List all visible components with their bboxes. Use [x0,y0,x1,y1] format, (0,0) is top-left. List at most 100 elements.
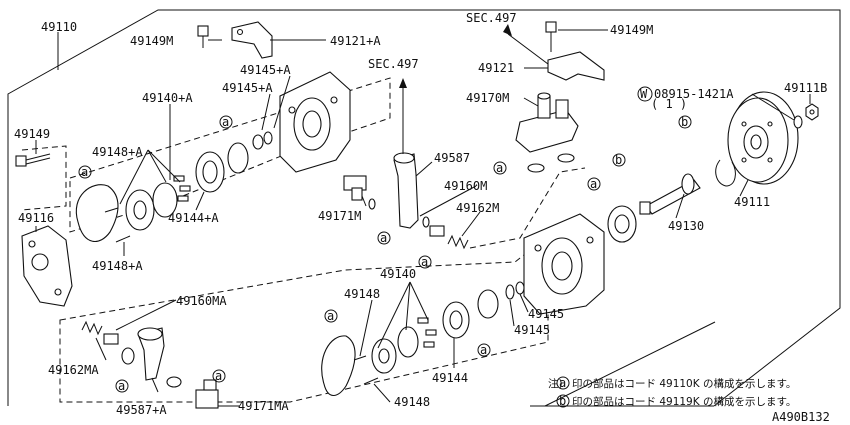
marker-a-3: a [380,231,387,245]
gasket-ring-lower [321,335,356,397]
o-ring-a-mid [368,198,376,210]
oil-seal-right [607,205,637,243]
label-08915: 08915-1421A [654,87,734,101]
fitting-49587 [393,152,419,229]
pump-body-left [279,71,351,173]
spring-49162m [447,234,469,250]
o-ring-small-2 [263,131,273,145]
cam-ring-49144 [442,301,470,339]
marker-b-2: b [615,153,622,167]
left-housing-dashed-bracket [21,145,67,211]
marker-a-10: a [215,369,222,383]
right-notes-divider [544,321,716,407]
label-49145a-1: 49145+A [240,63,291,77]
cam-plate-lower [371,338,397,374]
o-ring-mid-small [422,216,430,228]
o-ring-lower-large [477,289,499,319]
pin-bottom [115,235,131,243]
o-ring-outlet-2 [557,153,575,163]
marker-a-5: a [496,161,503,175]
spring-49162ma [81,320,103,336]
figure-code: A490B132 [772,410,830,424]
label-49116: 49116 [18,211,54,225]
label-49145a-2: 49145+A [222,81,273,95]
note-a-text: 印の部品はコード 49110K の構成を示します。 [572,377,796,390]
bolt-49149m-left [197,25,209,48]
bolt-49149 [15,153,51,167]
connector-49160m [429,225,445,237]
sec497-arrow-left [399,78,407,88]
o-ring-lower-mid [166,376,182,388]
label-49140: 49140 [380,267,416,281]
label-49587: 49587 [434,151,470,165]
label-49111b: 49111B [784,81,827,95]
rotor-vanes-left [152,175,191,218]
outlet-fitting-49170m [515,92,579,153]
connector-49160ma [103,333,119,345]
label-49160m: 49160M [444,179,487,193]
label-49121: 49121 [478,61,514,75]
o-ring-small-1 [252,134,264,150]
cam-ring-49144a [195,151,225,193]
marker-b-note: b [559,394,566,408]
gasket-ring-left [75,184,119,242]
label-49160ma: 49160MA [176,294,227,308]
note-b-text: 印の部品はコード 49119K の構成を示します。 [572,395,796,408]
pulley-49111 [727,91,799,185]
marker-b-1: b [681,115,688,129]
marker-a-8: a [480,343,487,357]
label-49140a: 49140+A [142,91,193,105]
label-49145-1: 49145 [528,307,564,321]
rear-housing-49116 [21,225,73,307]
cam-plate-left [125,189,155,231]
outer-boundary [7,9,841,407]
marker-b-group: b b b [556,115,692,408]
snap-ring [715,159,736,187]
label-49162ma: 49162MA [48,363,99,377]
label-49170m: 49170M [466,91,509,105]
label-49171ma: 49171MA [238,399,289,413]
label-49148-bottom: 49148 [394,395,430,409]
valve-49171m [343,175,367,201]
nut-49111b [805,103,819,121]
o-ring-left-large [227,142,249,174]
marker-a-group: a a a a a a a a a a a [78,115,601,393]
marker-a-9: a [118,379,125,393]
w-circle-letter: W [640,87,648,101]
label-08915-qty: ( 1 ) [651,97,687,111]
pin-lower-top [353,355,367,361]
pump-body-right [523,213,605,315]
label-49149m-left: 49149M [130,34,173,48]
label-sec497-right: SEC.497 [466,11,517,25]
marker-a-note: a [559,376,566,390]
label-49171m: 49171M [318,209,361,223]
label-sec497-left: SEC.497 [368,57,419,71]
label-49144a: 49144+A [168,211,219,225]
marker-a-1: a [222,115,229,129]
bracket-49121a [231,21,273,59]
label-49121a: 49121+A [330,34,381,48]
label-49587a: 49587+A [116,403,167,417]
right-outlet-dashed-line [469,167,586,249]
sec497-arrow-right [503,24,512,36]
marker-a-4: a [421,255,428,269]
label-49111: 49111 [734,195,770,209]
leader-lines [35,29,811,407]
bracket-49121 [547,51,605,81]
label-49148a-bottom: 49148+A [92,259,143,273]
marker-a-2: a [81,165,88,179]
bolt-49149m-right [545,21,557,52]
o-ring-lower-small-2 [515,281,525,295]
label-49144: 49144 [432,371,468,385]
marker-a-7: a [327,309,334,323]
label-49148-top: 49148 [344,287,380,301]
label-49148a-top: 49148+A [92,145,143,159]
label-49149: 49149 [14,127,50,141]
rotor-vanes-lower [397,317,437,358]
o-ring-lower-left [121,347,135,365]
pin-lower-bottom [363,377,379,385]
o-ring-outlet-1 [527,163,545,173]
label-49145-2: 49145 [514,323,550,337]
valve-49171ma [195,379,219,409]
